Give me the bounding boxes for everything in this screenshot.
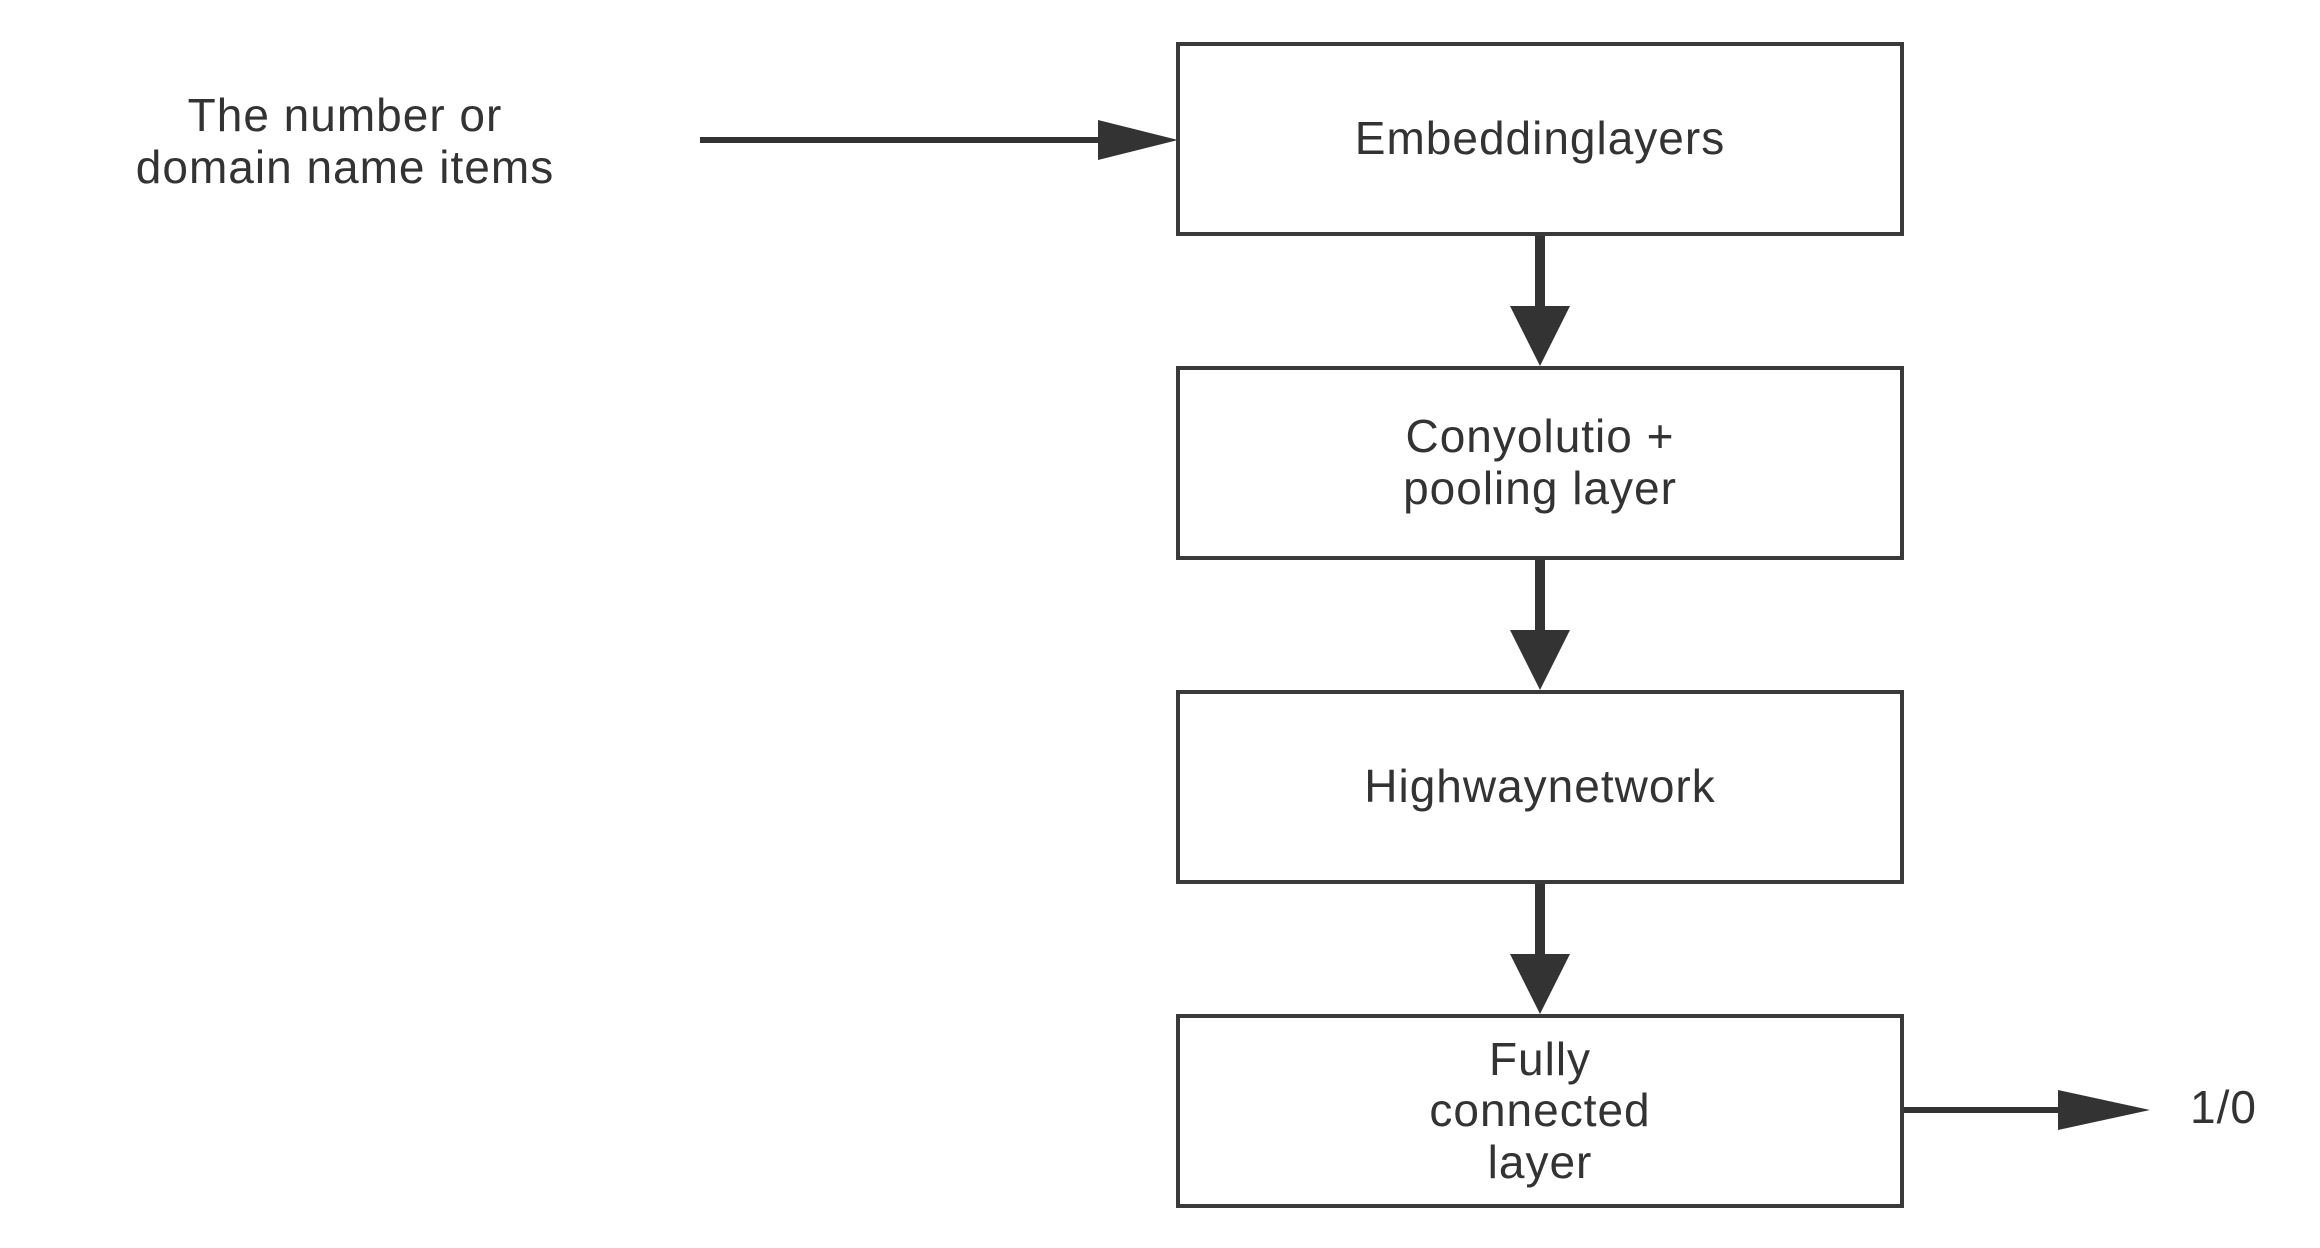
convolution-pooling-layer-label: Conyolutio + pooling layer — [1403, 410, 1677, 514]
highway-network-box: Highwaynetwork — [1176, 690, 1904, 884]
output-arrow — [1904, 1090, 2150, 1130]
input-label: The number or domain name items — [135, 89, 555, 193]
arrow-conv-to-highway — [1510, 560, 1570, 690]
fully-connected-layer-label: Fully connected layer — [1429, 1032, 1651, 1188]
embedding-layer-box: Embeddinglayers — [1176, 42, 1904, 236]
fully-connected-layer-box: Fully connected layer — [1176, 1014, 1904, 1208]
embedding-layer-label: Embeddinglayers — [1354, 112, 1726, 165]
highway-network-label: Highwaynetwork — [1364, 760, 1716, 813]
arrow-highway-to-fc — [1510, 884, 1570, 1014]
output-label: 1/0 — [2190, 1081, 2257, 1133]
input-arrow — [700, 120, 1178, 160]
arrow-embedding-to-conv — [1510, 236, 1570, 366]
convolution-pooling-layer-box: Conyolutio + pooling layer — [1176, 366, 1904, 560]
